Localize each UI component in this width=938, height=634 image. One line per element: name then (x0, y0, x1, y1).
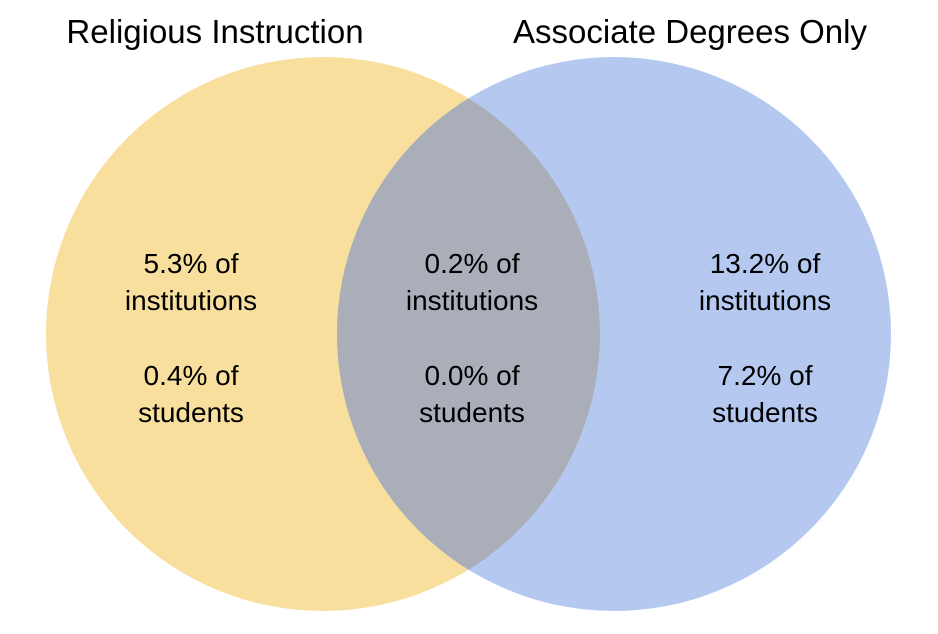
left-institutions-stat: 5.3% of institutions (125, 245, 257, 319)
right-institutions-stat: 13.2% of institutions (699, 245, 831, 319)
left-institutions-label: institutions (124, 285, 258, 316)
intersection-students-value: 0.0% of (424, 360, 520, 391)
left-institutions-value: 5.3% of (143, 248, 239, 279)
left-students-value: 0.4% of (143, 360, 239, 391)
left-students-label: students (138, 397, 244, 428)
overlap-region (337, 57, 600, 611)
left-set-title: Religious Instruction (66, 13, 364, 50)
left-region-stats: 5.3% of institutions 0.4% of students (125, 245, 257, 431)
intersection-institutions-stat: 0.2% of institutions (406, 245, 538, 319)
right-students-value: 7.2% of (717, 360, 813, 391)
right-students-stat: 7.2% of students (699, 357, 831, 431)
right-institutions-label: institutions (698, 285, 832, 316)
intersection-institutions-value: 0.2% of (424, 248, 520, 279)
left-students-stat: 0.4% of students (125, 357, 257, 431)
right-set-title: Associate Degrees Only (513, 13, 867, 50)
right-institutions-value: 13.2% of (709, 248, 821, 279)
intersection-institutions-label: institutions (405, 285, 539, 316)
intersection-region-stats: 0.2% of institutions 0.0% of students (406, 245, 538, 431)
right-region-stats: 13.2% of institutions 7.2% of students (699, 245, 831, 431)
intersection-students-stat: 0.0% of students (406, 357, 538, 431)
intersection-students-label: students (419, 397, 525, 428)
right-students-label: students (712, 397, 818, 428)
